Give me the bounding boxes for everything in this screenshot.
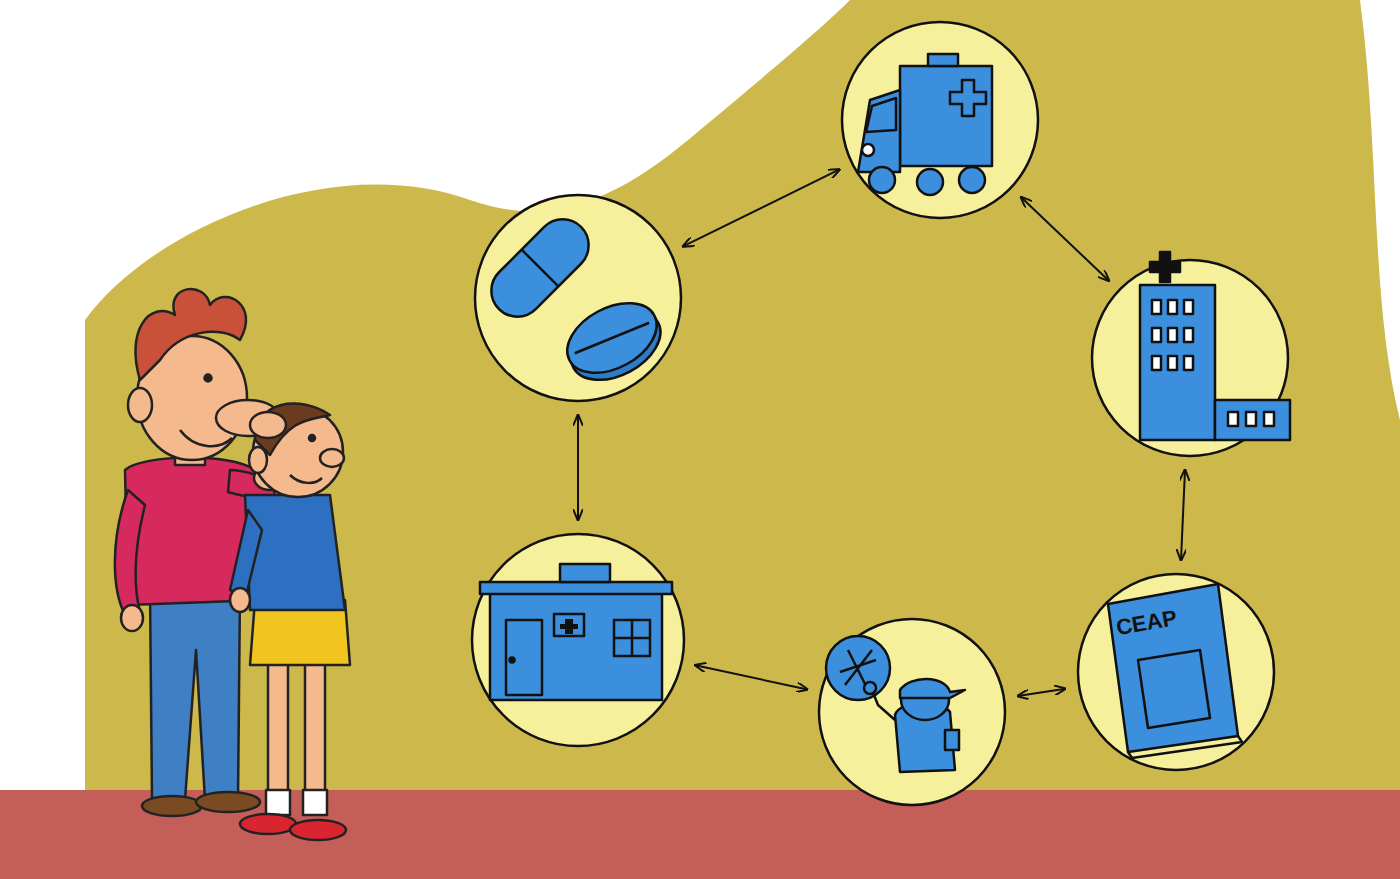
double-arrow (683, 169, 839, 246)
service-circle (473, 193, 683, 403)
circle-outline (470, 532, 686, 748)
circle-shape (472, 534, 684, 746)
floor-band (0, 790, 1400, 879)
service-circle (817, 617, 1007, 807)
service-circle (470, 532, 686, 748)
double-arrow (1018, 689, 1065, 696)
ceap-building-icon (1108, 584, 1242, 758)
double-arrow (695, 665, 807, 689)
circle-shape (819, 619, 1005, 805)
hospital-icon (1140, 252, 1290, 440)
circle-shape (475, 195, 681, 401)
pills-icon (481, 209, 673, 394)
health-agent-icon (826, 636, 965, 772)
double-arrow (577, 415, 579, 520)
circle-shape (1078, 574, 1274, 770)
double-arrow (1021, 197, 1109, 281)
ambulance-icon (858, 54, 992, 195)
service-circle (1090, 258, 1290, 458)
double-arrow (1181, 470, 1185, 560)
circle-outline (473, 193, 683, 403)
circle-outline (840, 20, 1040, 220)
circle-outline (817, 617, 1007, 807)
circle-shape (842, 22, 1038, 218)
circle-outline (1090, 258, 1290, 458)
child-figure (230, 404, 350, 840)
circle-shape (1092, 260, 1288, 456)
service-circle: CEAP (1076, 572, 1276, 772)
health-post-icon (480, 564, 672, 700)
circle-outline (1076, 572, 1276, 772)
father-hand (250, 412, 286, 438)
service-circle (840, 20, 1040, 220)
